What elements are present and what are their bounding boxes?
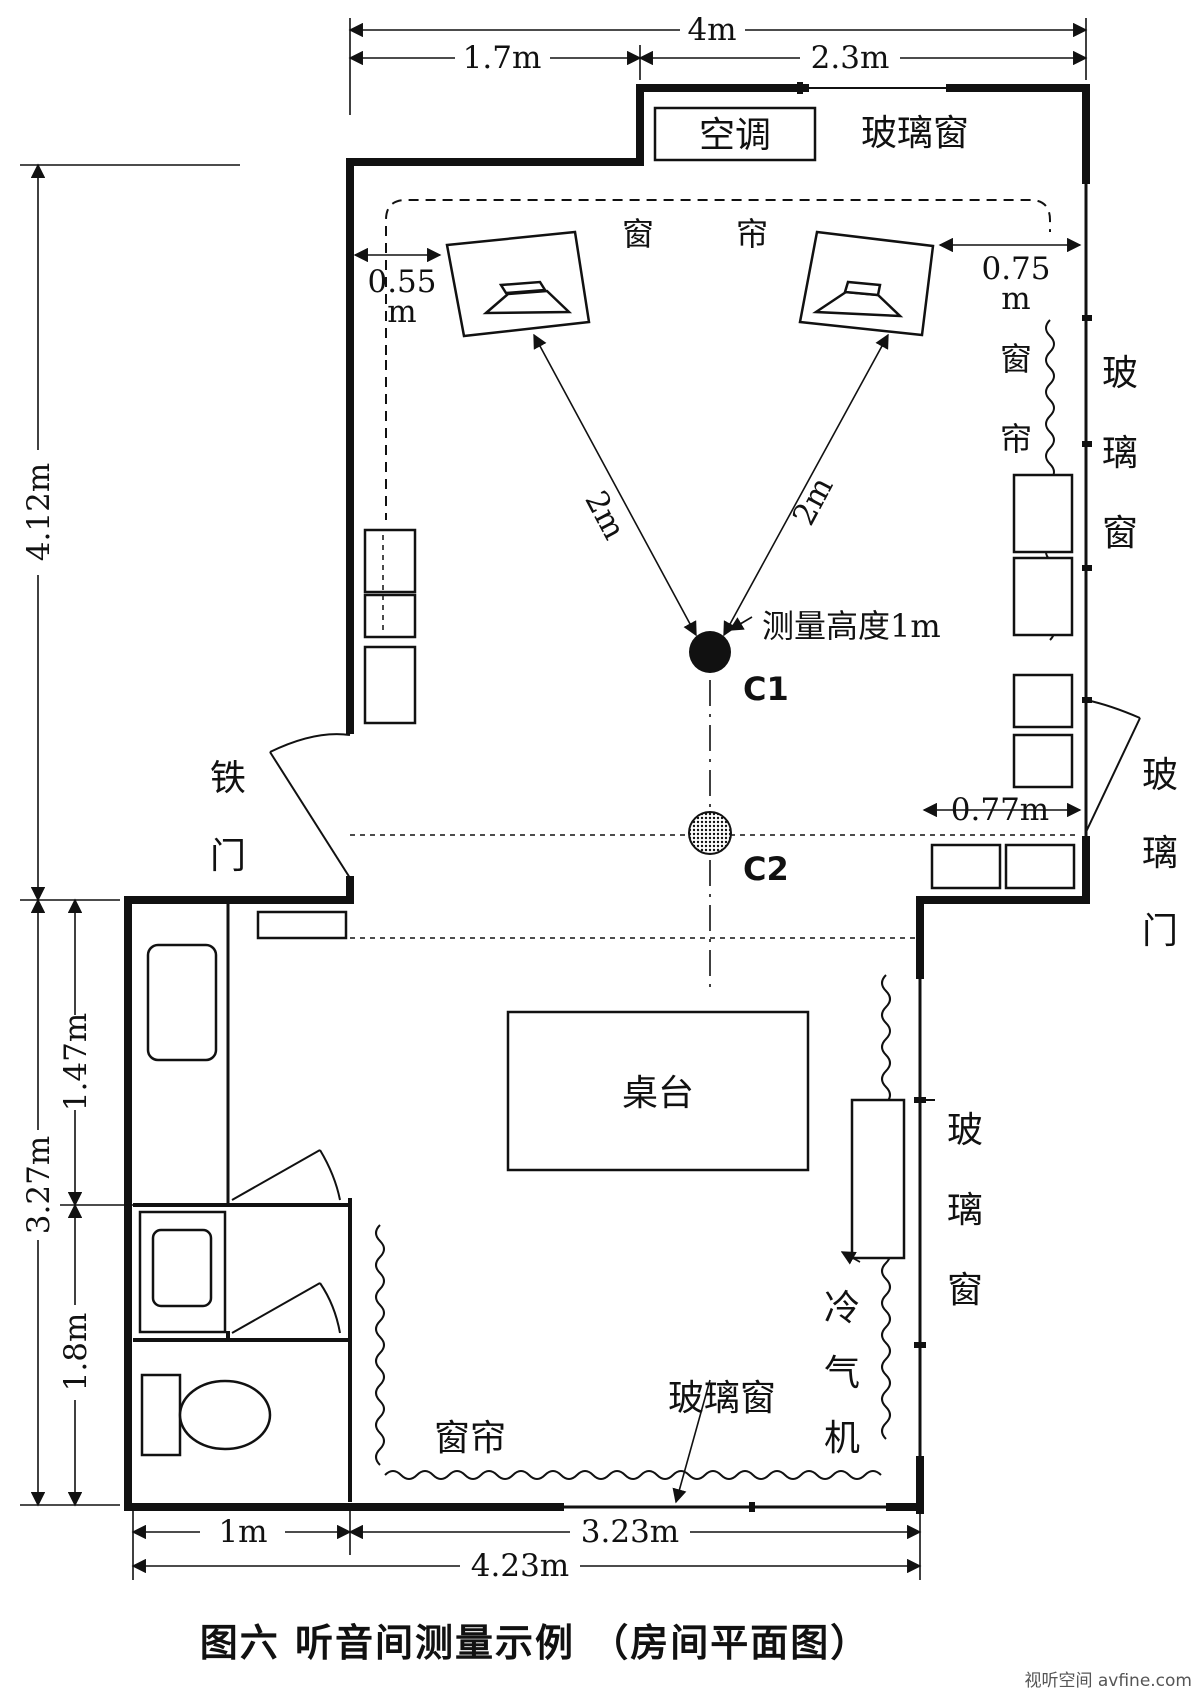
dim-right-cabinet: 0.77m [951,792,1049,828]
dimension-lines [20,18,1088,1580]
right-cabinet [1012,473,1074,554]
measurement-point-c1 [689,631,731,673]
right-cabinet [930,843,1002,890]
bathtub [146,943,218,1062]
measure-height-label: 测量高度1m [762,607,941,645]
aircon-unit [653,106,817,162]
curtain-right-label-2: 帘 [1000,420,1032,458]
left-speaker [445,230,591,338]
glass-window-bottom-label: 玻璃窗 [668,1378,776,1419]
dim-left-speaker-gap: 0.55 [367,264,436,300]
desk-label: 桌台 [622,1073,694,1114]
iron-door-label-1: 铁 [210,758,246,799]
c1-label: C1 [743,670,789,708]
dim-bottom-total: 4.23m [471,1548,569,1584]
room-labels: 空调 玻璃窗 窗 帘 窗 帘 玻 璃 窗 测量高度1m C1 C2 铁 门 玻 … [210,113,1178,1459]
curtain-bottom-label: 窗帘 [434,1418,506,1459]
dim-total-width: 4m [687,12,736,48]
toilet-bowl [178,1379,272,1451]
air-cooler [850,1098,906,1260]
figure-caption: 图六 听音间测量示例 （房间平面图） [199,1621,871,1665]
furniture [138,106,1076,1457]
air-cooler-label-1: 冷 [824,1288,860,1329]
curtain-right-label-1: 窗 [1000,340,1032,378]
dim-top-left: 1.7m [463,40,542,76]
glass-window-lower-right-1: 玻 [947,1110,983,1151]
dim-bath-depth: 1.47m [58,1013,94,1111]
right-speaker [798,230,935,337]
dim-right-speaker-gap-unit: m [1001,281,1030,317]
right-cabinet [1012,556,1074,637]
dim-top-right: 2.3m [811,40,890,76]
glass-window-right-2: 璃 [1102,433,1138,474]
dim-front-depth: 4.12m [21,463,57,561]
curtain-top-label-1: 窗 [622,215,654,253]
air-cooler-label-2: 气 [824,1353,860,1394]
glass-window-lower-right-3: 窗 [947,1270,983,1311]
glass-door-label-1: 玻 [1142,755,1178,796]
left-cabinet [363,593,417,639]
left-cabinet [363,528,417,594]
left-cabinet [363,645,417,725]
dim-speaker-distance-right: 2m [786,471,841,531]
dim-bottom-right: 3.23m [581,1514,679,1550]
curtain-top-label-2: 帘 [736,215,768,253]
measurement-point-c2 [688,811,732,855]
dim-toilet-depth: 1.8m [58,1313,94,1392]
dim-speaker-distance-left: 2m [577,485,632,545]
glass-window-right-1: 玻 [1102,353,1138,394]
dim-left-speaker-gap-unit: m [387,294,416,330]
right-cabinet [1012,733,1074,789]
dimension-labels: 4m 1.7m 2.3m 4.12m 3.27m 1.47m 1.8m 0.55… [21,12,1051,1584]
dim-rear-depth: 3.27m [21,1136,57,1234]
sink [151,1228,213,1308]
doors [231,699,1141,1334]
walls [124,84,1090,1514]
glass-window-top-label: 玻璃窗 [861,113,969,154]
right-cabinet [1012,673,1074,729]
right-cabinet [1004,843,1076,890]
watermark: 视听空间 avfine.com [1024,1671,1192,1691]
glass-window-right-3: 窗 [1102,513,1138,554]
dim-bottom-left: 1m [218,1514,267,1550]
glass-door-label-2: 璃 [1142,833,1178,874]
toilet-tank [140,1373,182,1457]
dim-right-speaker-gap: 0.75 [981,251,1050,287]
glass-window-lower-right-2: 璃 [947,1190,983,1231]
iron-door-label-2: 门 [210,836,246,877]
aircon-label: 空调 [699,115,771,156]
desk [506,1010,810,1172]
glass-door-label-3: 门 [1142,911,1178,952]
air-cooler-label-3: 机 [824,1418,860,1459]
c2-label: C2 [743,850,789,888]
